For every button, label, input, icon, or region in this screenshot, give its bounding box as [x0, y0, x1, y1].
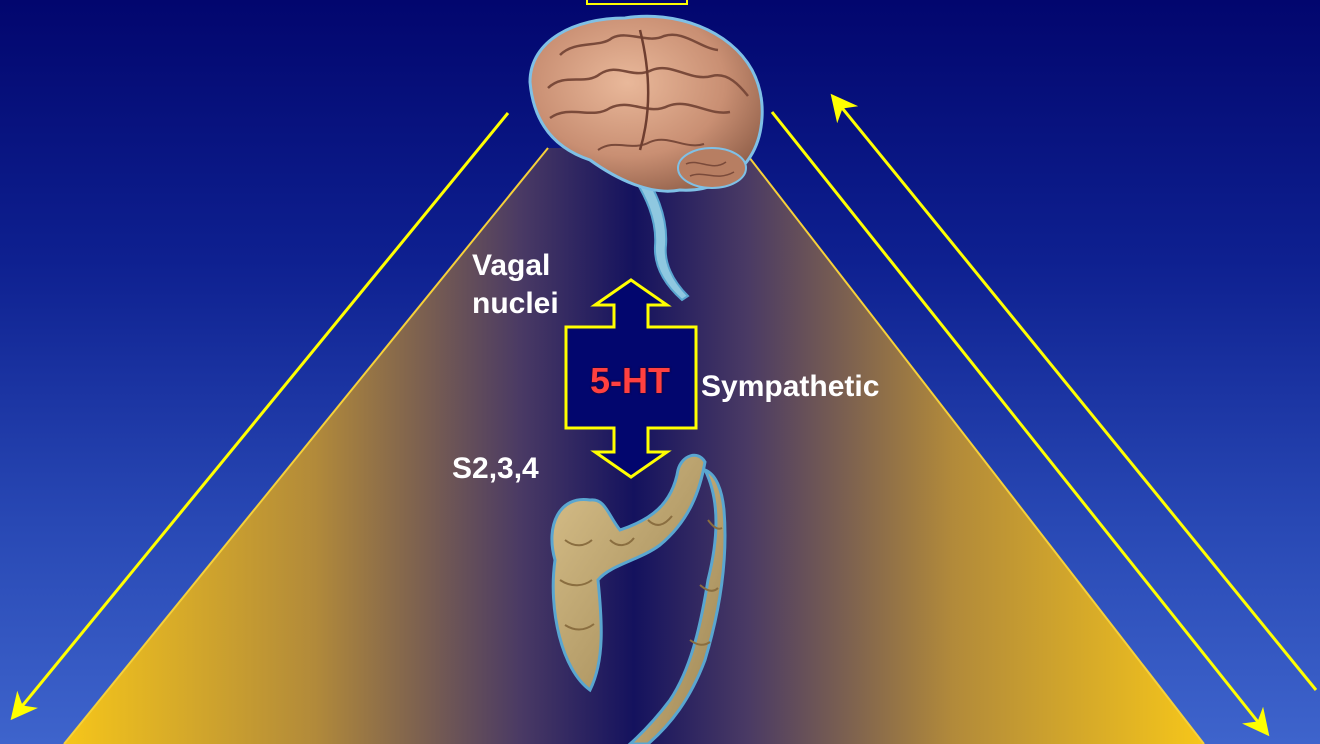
- vagal-label-line-1: Vagal: [472, 247, 559, 285]
- top-edge-marker: [587, 0, 687, 4]
- serotonin-label: 5-HT: [578, 360, 682, 402]
- sacral-nerves-label: S2,3,4: [452, 450, 539, 488]
- vagal-label-line-2: nuclei: [472, 285, 559, 323]
- vagal-nuclei-label: Vagal nuclei: [472, 247, 559, 323]
- sympathetic-label: Sympathetic: [701, 368, 879, 406]
